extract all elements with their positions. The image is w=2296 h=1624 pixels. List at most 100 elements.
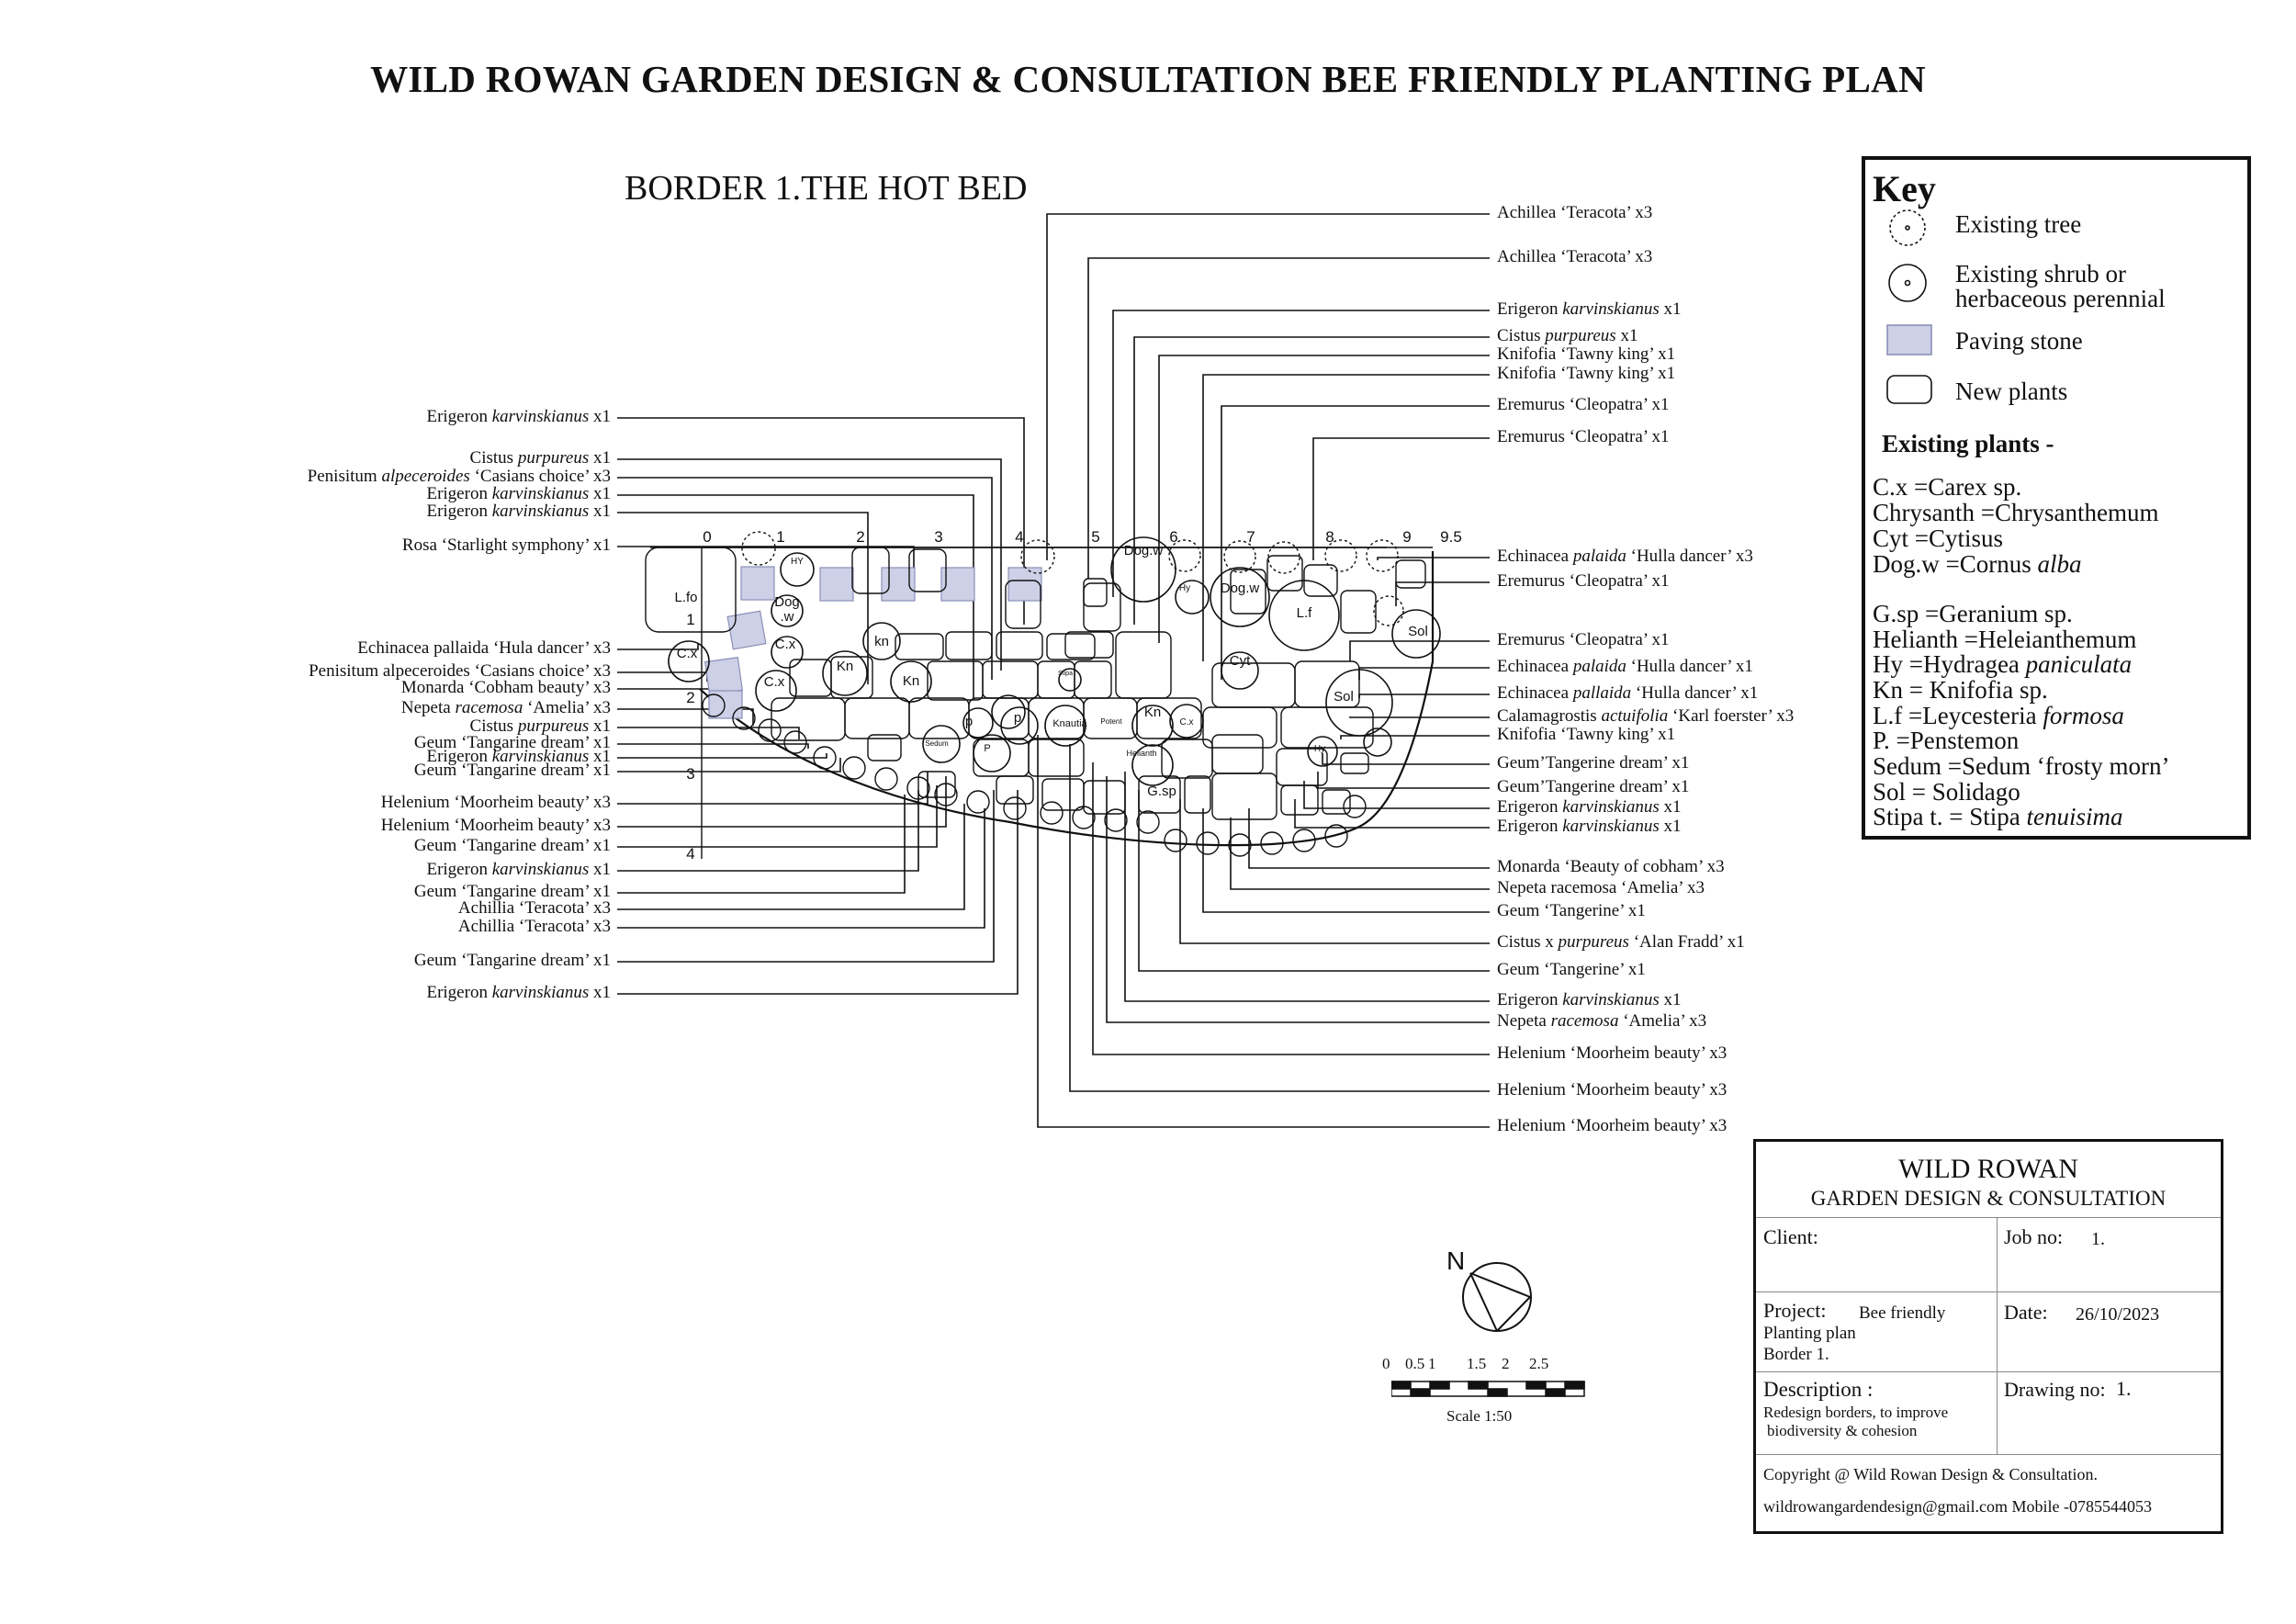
right-plant-label: Eremurus ‘Cleopatra’ x1 <box>1497 630 1670 649</box>
right-plant-label: Eremurus ‘Cleopatra’ x1 <box>1497 427 1670 446</box>
plan-label-dogw-b: .w <box>781 609 794 625</box>
leader-line <box>1317 772 1490 789</box>
grid-y-label: 1 <box>686 611 694 628</box>
key-existing-plants-heading: Existing plants - <box>1882 430 2054 457</box>
right-plant-label: Helenium ‘Moorheim beauty’ x3 <box>1497 1043 1728 1063</box>
left-plant-label: Geum ‘Tangarine dream’ x1 <box>413 882 611 901</box>
existing-trees <box>741 531 1404 626</box>
leader-line <box>1092 762 1490 1055</box>
leader-line <box>617 772 929 805</box>
grid-x-label: 6 <box>1169 528 1177 546</box>
leader-line <box>1340 735 1490 739</box>
tb-project-value-3: Border 1. <box>1763 1345 1829 1364</box>
title-block: WILD ROWAN GARDEN DESIGN & CONSULTATION … <box>1753 1139 2223 1534</box>
left-plant-label: Erigeron karvinskianus x1 <box>426 747 611 766</box>
left-plant-label: Penisitum alpeceroides ‘Casians choice’ … <box>307 467 611 486</box>
leader-line <box>1230 818 1490 890</box>
key-abbreviation: Stipa t. = Stipa tenuisima <box>1873 803 2123 830</box>
scale-tick-label: 1.5 <box>1467 1355 1487 1372</box>
leader-line <box>617 790 1019 995</box>
front-edge-shrubs <box>702 694 1367 857</box>
leader-line <box>1179 799 1490 944</box>
existing-tree-icon <box>1889 209 1926 246</box>
plan-label-gsp: G.sp <box>1147 784 1176 799</box>
plan-label-helianth: Helianth <box>1126 749 1156 758</box>
key-abbreviation: Sol = Solidago <box>1873 778 2020 806</box>
left-plant-label: Cistus purpureus x1 <box>469 716 611 736</box>
key-abbreviation: Hy =Hydragea paniculata <box>1873 650 2133 678</box>
right-plant-label: Cistus purpureus x1 <box>1497 326 1638 345</box>
plan-label-kn1: Kn <box>837 659 853 674</box>
right-plant-label: Erigeron karvinskianus x1 <box>1497 817 1682 836</box>
key-new-plants: New plants <box>1955 378 2068 405</box>
north-arrow: N <box>1446 1246 1532 1332</box>
plan-label-p2: p <box>1014 710 1021 726</box>
existing-shrub-icon <box>1888 264 1927 302</box>
key-abbreviation: Dog.w =Cornus alba <box>1873 550 2082 578</box>
right-plant-label: Nepeta racemosa ‘Amelia’ x3 <box>1497 1011 1707 1031</box>
right-plant-label: Echinacea pallaida ‘Hulla dancer’ x1 <box>1497 683 1759 703</box>
leader-line <box>1312 437 1490 560</box>
right-plant-label: Erigeron karvinskianus x1 <box>1497 990 1682 1009</box>
left-plant-label: Geum ‘Tangarine dream’ x1 <box>413 836 611 855</box>
right-plant-label: Geum’Tangerine dream’ x1 <box>1497 777 1690 796</box>
leader-line <box>617 417 1025 625</box>
plan-label-cx4: C.x <box>1180 717 1194 727</box>
leader-line <box>1248 808 1490 869</box>
tb-project-value-1: Bee friendly <box>1859 1303 1946 1323</box>
scale-bar-graphic <box>1391 1381 1585 1397</box>
grid-y-label: 2 <box>686 689 694 706</box>
plan-label-potent: Potent <box>1100 717 1122 726</box>
plan-label-knautia: Knautia <box>1052 718 1087 729</box>
scale-tick-label: 1 <box>1428 1355 1436 1372</box>
left-plant-label: Geum ‘Tangarine dream’ x1 <box>413 951 611 970</box>
leader-line <box>1133 336 1490 625</box>
plan-label-kn3: Kn <box>903 673 919 689</box>
left-plant-label: Monarda ‘Cobham beauty’ x3 <box>400 678 611 697</box>
leader-line <box>617 671 708 682</box>
right-plant-label: Echinacea palaida ‘Hulla dancer’ x3 <box>1497 547 1753 566</box>
key-abbreviation: Sedum =Sedum ‘frosty morn’ <box>1873 752 2170 780</box>
leader-line <box>617 727 800 739</box>
key-paving-stone: Paving stone <box>1955 327 2083 355</box>
leader-line <box>617 808 985 929</box>
grid-x-label: 1 <box>776 528 784 546</box>
right-plant-label: Geum’Tangerine dream’ x1 <box>1497 753 1690 773</box>
north-letter: N <box>1446 1246 1465 1275</box>
leader-line <box>617 458 1002 671</box>
key-abbreviation: C.x =Carex sp. <box>1873 473 2022 501</box>
grid-y-label: 4 <box>686 845 694 863</box>
left-plant-label: Helenium ‘Moorheim beauty’ x3 <box>380 816 611 835</box>
grid-x-label: 3 <box>934 528 942 546</box>
leader-line <box>1124 772 1490 1002</box>
plan-label-hy2: Hy <box>1314 744 1325 754</box>
leader-line <box>1322 753 1490 765</box>
leader-line <box>617 758 841 773</box>
right-plant-label: Knifofia ‘Tawny king’ x1 <box>1497 364 1676 383</box>
leader-line <box>617 776 947 828</box>
key-existing-shrub-2: herbaceous perennial <box>1955 285 2166 312</box>
tb-job-label: Job no: <box>2004 1225 2064 1248</box>
key-title: Key <box>1873 168 1936 209</box>
new-plants-icon <box>1886 375 1932 404</box>
existing-shrubs <box>668 536 1441 786</box>
right-plant-label: Echinacea palaida ‘Hulla dancer’ x1 <box>1497 657 1753 676</box>
key-abbreviation: L.f =Leycesteria formosa <box>1873 702 2124 729</box>
right-plant-label: Eremurus ‘Cleopatra’ x1 <box>1497 395 1670 414</box>
plan-label-lf: L.f <box>1297 605 1313 621</box>
right-plant-label: Nepeta racemosa ‘Amelia’ x3 <box>1497 878 1705 897</box>
leader-line <box>617 494 974 698</box>
leader-line <box>617 790 995 963</box>
key-panel: Key Existing tree Existing shrub or herb… <box>1862 156 2251 840</box>
leader-line <box>1395 581 1490 606</box>
paving-stone-icon <box>1886 324 1932 355</box>
right-plant-label: Knifofia ‘Tawny king’ x1 <box>1497 344 1676 364</box>
leader-line <box>1202 808 1490 913</box>
grid-x-label: 2 <box>856 528 864 546</box>
right-plant-label: Eremurus ‘Cleopatra’ x1 <box>1497 571 1670 591</box>
grid-x-label: 0 <box>703 528 711 546</box>
key-abbreviation: G.sp =Geranium sp. <box>1873 600 2073 627</box>
tb-company: WILD ROWAN <box>1898 1154 2078 1184</box>
leader-line <box>1358 667 1490 680</box>
